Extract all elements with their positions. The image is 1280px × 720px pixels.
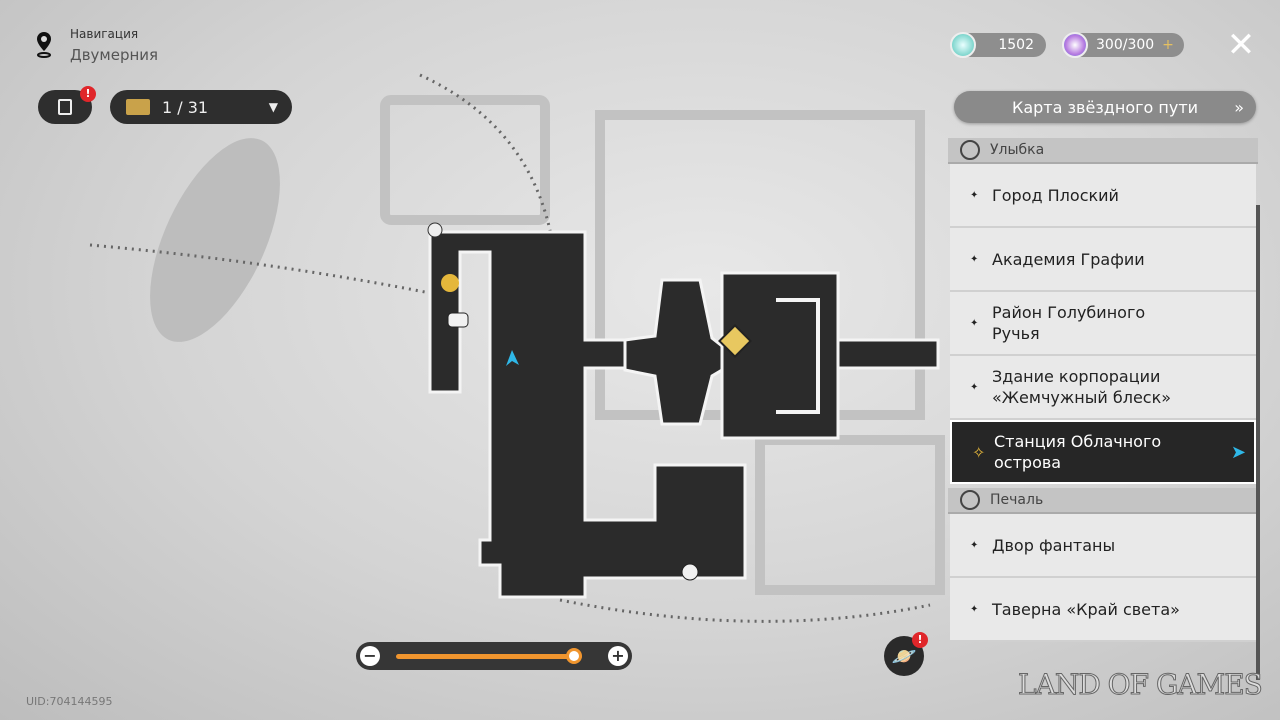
list-item[interactable]: ✦ Двор фантаны	[950, 514, 1256, 578]
zoom-handle[interactable]	[566, 648, 583, 664]
current-location-icon: ➤	[1230, 441, 1246, 463]
space-anchor-icon: ✧	[972, 442, 986, 462]
puzzle-marker-icon	[681, 563, 699, 581]
group-title: Печаль	[990, 492, 1044, 508]
list-item[interactable]: ✦ Здание корпорации «Жемчужный блеск»	[950, 356, 1256, 420]
list-item-selected[interactable]: ✧ Станция Облачного острова ➤	[950, 420, 1256, 484]
list-item-label: Район Голубиного Ручья	[992, 303, 1146, 343]
sad-face-icon	[960, 490, 980, 510]
location-list: Улыбка ✦ Город Плоский ✦ Академия Графии ✦…	[948, 138, 1258, 683]
star-icon: ✦	[970, 189, 979, 201]
list-item[interactable]: ✦ Академия Графии	[950, 228, 1256, 292]
star-icon: ✦	[970, 381, 979, 393]
group-title: Улыбка	[990, 142, 1045, 158]
list-item-label: Здание корпорации «Жемчужный блеск»	[992, 367, 1172, 407]
list-item-label: Двор фантаны	[992, 535, 1116, 555]
caret-down-icon: ▼	[268, 100, 278, 114]
list-item[interactable]: ✦ Район Голубиного Ручья	[950, 292, 1256, 356]
space-anchor-icon	[441, 274, 459, 292]
notification-badge: !	[80, 86, 96, 102]
planet-marker-icon	[427, 222, 443, 238]
planet-icon: 🪐	[891, 644, 917, 668]
location-name: Двумерния	[70, 46, 159, 64]
treasure-chest-dropdown[interactable]: 1 / 31 ▼	[110, 90, 292, 124]
add-power-button[interactable]: +	[1162, 37, 1174, 53]
group-header-smile: Улыбка	[948, 138, 1258, 164]
chest-count: 1 / 31	[162, 97, 209, 117]
clipboard-icon	[58, 99, 72, 115]
trailblaze-power-value: 300/300	[1096, 37, 1155, 53]
star-icon: ✦	[970, 539, 979, 551]
smile-icon	[960, 140, 980, 160]
list-scrollbar[interactable]	[1256, 205, 1260, 680]
quest-log-button[interactable]: !	[38, 86, 96, 124]
zoom-track[interactable]	[396, 654, 583, 659]
list-item[interactable]: ✦ Город Плоский	[950, 164, 1256, 228]
stellar-jade-icon	[950, 32, 976, 58]
chevron-right-icon: »	[1234, 97, 1244, 117]
propeller-blade	[150, 138, 280, 342]
stellar-jade-value: 1502	[998, 37, 1034, 53]
list-item-label: Академия Графии	[992, 249, 1145, 269]
map-floor	[428, 230, 940, 599]
user-id: UID:704144595	[26, 695, 113, 708]
close-button[interactable]: ✕	[1226, 25, 1256, 65]
location-pin-icon	[37, 32, 51, 58]
star-icon: ✦	[970, 253, 979, 265]
zoom-slider[interactable]: − +	[356, 642, 632, 670]
watermark: LAND OF GAMES	[1018, 668, 1264, 702]
star-icon: ✦	[970, 603, 979, 615]
zoom-in-button[interactable]: +	[608, 646, 628, 666]
zoom-out-button[interactable]: −	[360, 646, 380, 666]
list-item-label: Таверна «Край света»	[992, 599, 1180, 619]
npc-marker-icon	[447, 312, 469, 328]
list-item-label: Станция Облачного острова	[994, 432, 1162, 472]
star-rail-map-button[interactable]: Карта звёздного пути »	[954, 91, 1256, 123]
map-markers	[427, 222, 752, 581]
planet-switch-button[interactable]: 🪐 !	[884, 632, 928, 676]
player-position-icon	[506, 350, 519, 366]
stellar-jade-counter: 1502	[950, 32, 1046, 58]
star-icon: ✦	[970, 317, 979, 329]
list-item[interactable]: ✦ Таверна «Край света»	[950, 578, 1256, 642]
trailblaze-power-icon	[1062, 32, 1088, 58]
group-header-sadness: Печаль	[948, 488, 1258, 514]
merchant-marker-icon	[718, 324, 752, 358]
notification-badge: !	[912, 632, 928, 648]
trailblaze-power-counter[interactable]: 300/300 +	[1062, 32, 1184, 58]
star-rail-map-label: Карта звёздного пути	[1011, 97, 1199, 117]
nav-label: Навигация	[70, 27, 139, 41]
treasure-chest-icon	[126, 99, 150, 115]
list-item-label: Город Плоский	[992, 185, 1119, 205]
